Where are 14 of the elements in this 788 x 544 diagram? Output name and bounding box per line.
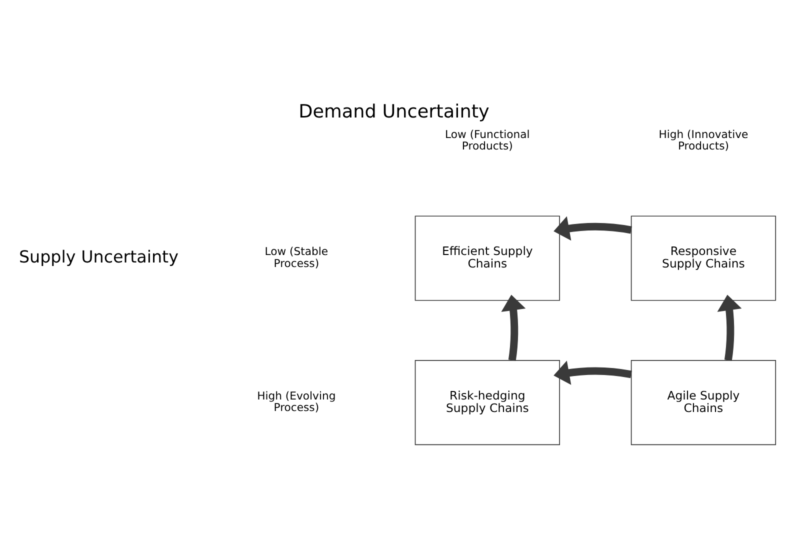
- diagram-title: Demand Uncertainty: [298, 101, 490, 122]
- label: Low (Functional Products): [445, 128, 530, 153]
- node-box: Responsive Supply Chains: [630, 216, 776, 301]
- arrow: [554, 360, 632, 385]
- node-box: Risk-hedging Supply Chains: [414, 360, 560, 446]
- label: Low (Stable Process): [264, 245, 328, 270]
- arrow: [554, 216, 632, 241]
- arrow: [717, 294, 742, 361]
- arrow: [501, 294, 526, 361]
- label: Supply Uncertainty: [18, 247, 178, 266]
- label: High (Innovative Products): [658, 128, 748, 153]
- node-box: Efficient Supply Chains: [414, 216, 560, 301]
- label: High (Evolving Process): [257, 390, 336, 414]
- node-box: Agile Supply Chains: [630, 360, 776, 446]
